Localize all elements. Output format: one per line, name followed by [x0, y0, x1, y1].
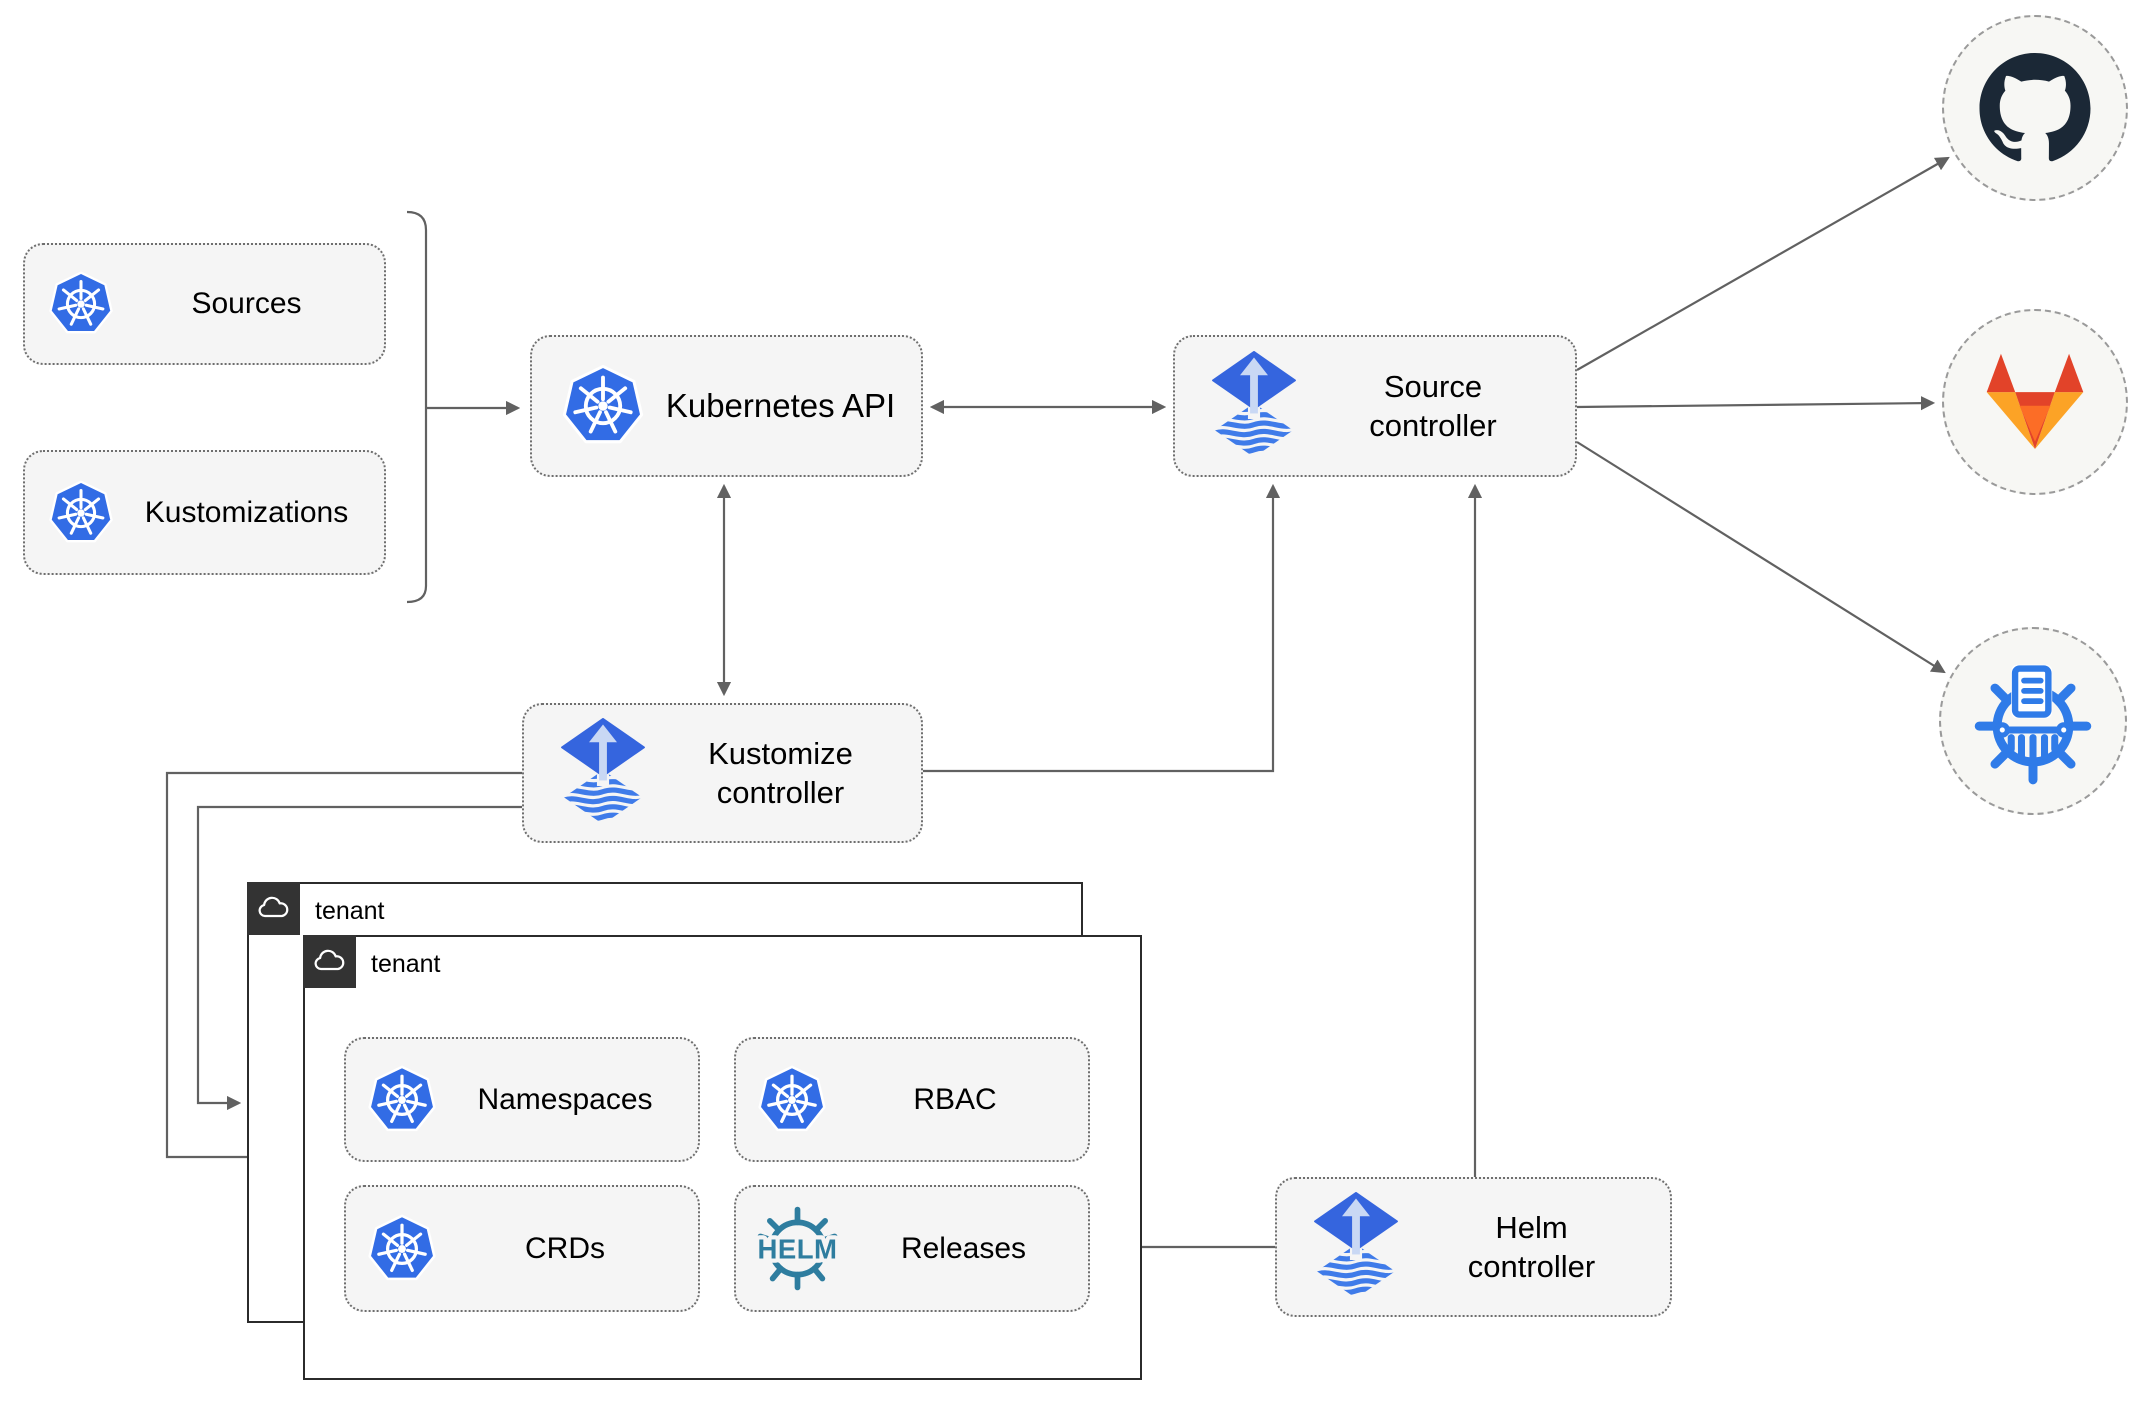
kustomize-controller-label: Kustomize controller: [708, 735, 853, 810]
sources-label: Sources: [191, 287, 302, 320]
flux-icon: [560, 718, 646, 828]
node-helm-controller: Helm controller: [1275, 1177, 1672, 1317]
kubernetes-icon: [560, 363, 646, 449]
node-kustomize-controller: Kustomize controller: [522, 703, 923, 843]
crds-label: CRDs: [525, 1231, 605, 1265]
tenant-back-label: tenant: [315, 897, 385, 925]
endpoint-chartmuseum: [1939, 627, 2127, 815]
endpoint-gitlab: [1942, 309, 2128, 495]
tenant-container-front: tenant Namespaces RBAC CRDs: [302, 934, 1142, 1380]
source-controller-label: Source controller: [1369, 368, 1497, 443]
node-kustomizations: Kustomizations: [23, 450, 386, 575]
tenant-front-label: tenant: [371, 950, 441, 978]
cloud-icon: [246, 881, 300, 935]
node-releases: HELM Releases: [734, 1185, 1090, 1312]
releases-label: Releases: [900, 1231, 1027, 1265]
kubernetes-icon: [47, 270, 115, 338]
helm-wheel-text: HELM: [758, 1233, 838, 1264]
kubernetes-api-label: Kubernetes API: [665, 387, 896, 424]
kustomizations-label: Kustomizations: [144, 495, 349, 529]
helm-icon: HELM: [750, 1201, 845, 1296]
edge-source-controller-to-gitlab: [1576, 395, 1936, 411]
rbac-label: RBAC: [913, 1082, 997, 1116]
flux-icon: [1211, 351, 1297, 461]
namespaces-label: Namespaces: [477, 1082, 653, 1116]
gitlab-icon: [1973, 350, 2097, 454]
edge-kustomize-to-source-controller: [923, 483, 1281, 773]
endpoint-github: [1942, 15, 2128, 201]
edge-source-controller-to-github: [1576, 156, 1950, 371]
node-kubernetes-api: Kubernetes API: [530, 335, 923, 477]
kubernetes-icon: [366, 1064, 438, 1136]
brace-sources-group: [406, 210, 428, 604]
flux-icon: [1313, 1192, 1399, 1302]
edge-source-controller-to-chartmuseum: [1576, 441, 1946, 674]
github-icon: [1978, 53, 2092, 164]
kubernetes-icon: [756, 1064, 828, 1136]
kubernetes-icon: [366, 1213, 438, 1285]
helm-controller-label: Helm controller: [1467, 1209, 1596, 1284]
node-crds: CRDs: [344, 1185, 700, 1312]
chartmuseum-icon: [1969, 657, 2097, 785]
cloud-icon: [302, 934, 356, 988]
node-sources: Sources: [23, 243, 386, 365]
node-rbac: RBAC: [734, 1037, 1090, 1162]
kubernetes-icon: [47, 479, 115, 547]
node-namespaces: Namespaces: [344, 1037, 700, 1162]
node-source-controller: Source controller: [1173, 335, 1577, 477]
